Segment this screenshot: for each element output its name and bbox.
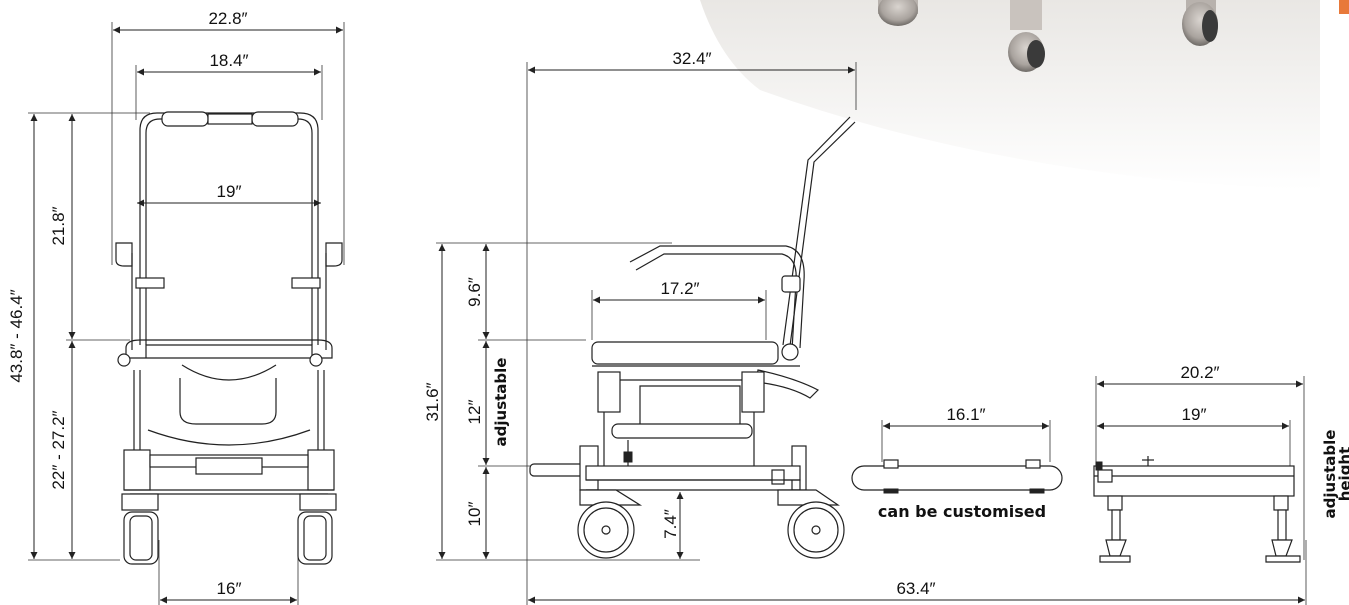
- caster-wheel-photo: [878, 0, 918, 26]
- dim-backrest-width: 19″: [217, 182, 242, 201]
- dim-armrest-height: 9.6″: [465, 277, 484, 307]
- base-view: 20.2″ 19″ adjustable height: [1093, 363, 1349, 563]
- seat-top-drawing: [851, 459, 1063, 494]
- chair-side-drawing: [529, 116, 856, 559]
- dim-base-overall-width: 20.2″: [1180, 363, 1219, 382]
- front-view: 22.8″ 18.4″ 19″ 43.8″ - 46.4″ 21.8″ 22″ …: [7, 9, 345, 605]
- caster-wheel-photo: [1182, 0, 1218, 46]
- dim-seat-width: 16.1″: [946, 405, 985, 424]
- base-drawing: [1093, 456, 1301, 563]
- dim-wheelbase-width: 16″: [217, 579, 242, 598]
- dim-total-height: 43.8″ - 46.4″: [7, 289, 26, 382]
- dim-seat-depth: 17.2″: [660, 279, 699, 298]
- caster-wheel-photo: [1008, 0, 1045, 72]
- dim-base-inner-width: 19″: [1182, 405, 1207, 424]
- label-base-height: height: [1336, 447, 1349, 502]
- label-base-adjustable: adjustable: [1321, 430, 1339, 519]
- label-can-be-customised: can be customised: [878, 502, 1046, 521]
- dim-backrest-height: 21.8″: [49, 206, 68, 245]
- dim-seat-height: 22″ - 27.2″: [49, 410, 68, 489]
- seat-top-view: 16.1″ can be customised: [851, 405, 1063, 521]
- dim-overall-width: 22.8″: [208, 9, 247, 28]
- dim-side-total-height: 31.6″: [423, 382, 442, 421]
- product-photo-fragment: [700, 0, 1320, 190]
- dim-overall-length: 63.4″: [896, 579, 935, 598]
- dim-overall-depth: 32.4″: [672, 49, 711, 68]
- side-view: 32.4″ 17.2″ 31.6″ 9.6″ 12″ adjustable 10…: [423, 49, 1307, 605]
- chair-front-drawing: [115, 111, 343, 565]
- label-adjustable: adjustable: [492, 358, 510, 447]
- dim-wheel-height: 7.4″: [661, 509, 680, 539]
- dim-handle-width: 18.4″: [209, 51, 248, 70]
- accent-tab: [1339, 0, 1349, 14]
- dim-base-height: 10″: [465, 502, 484, 527]
- dim-adjustable-height: 12″: [465, 400, 484, 425]
